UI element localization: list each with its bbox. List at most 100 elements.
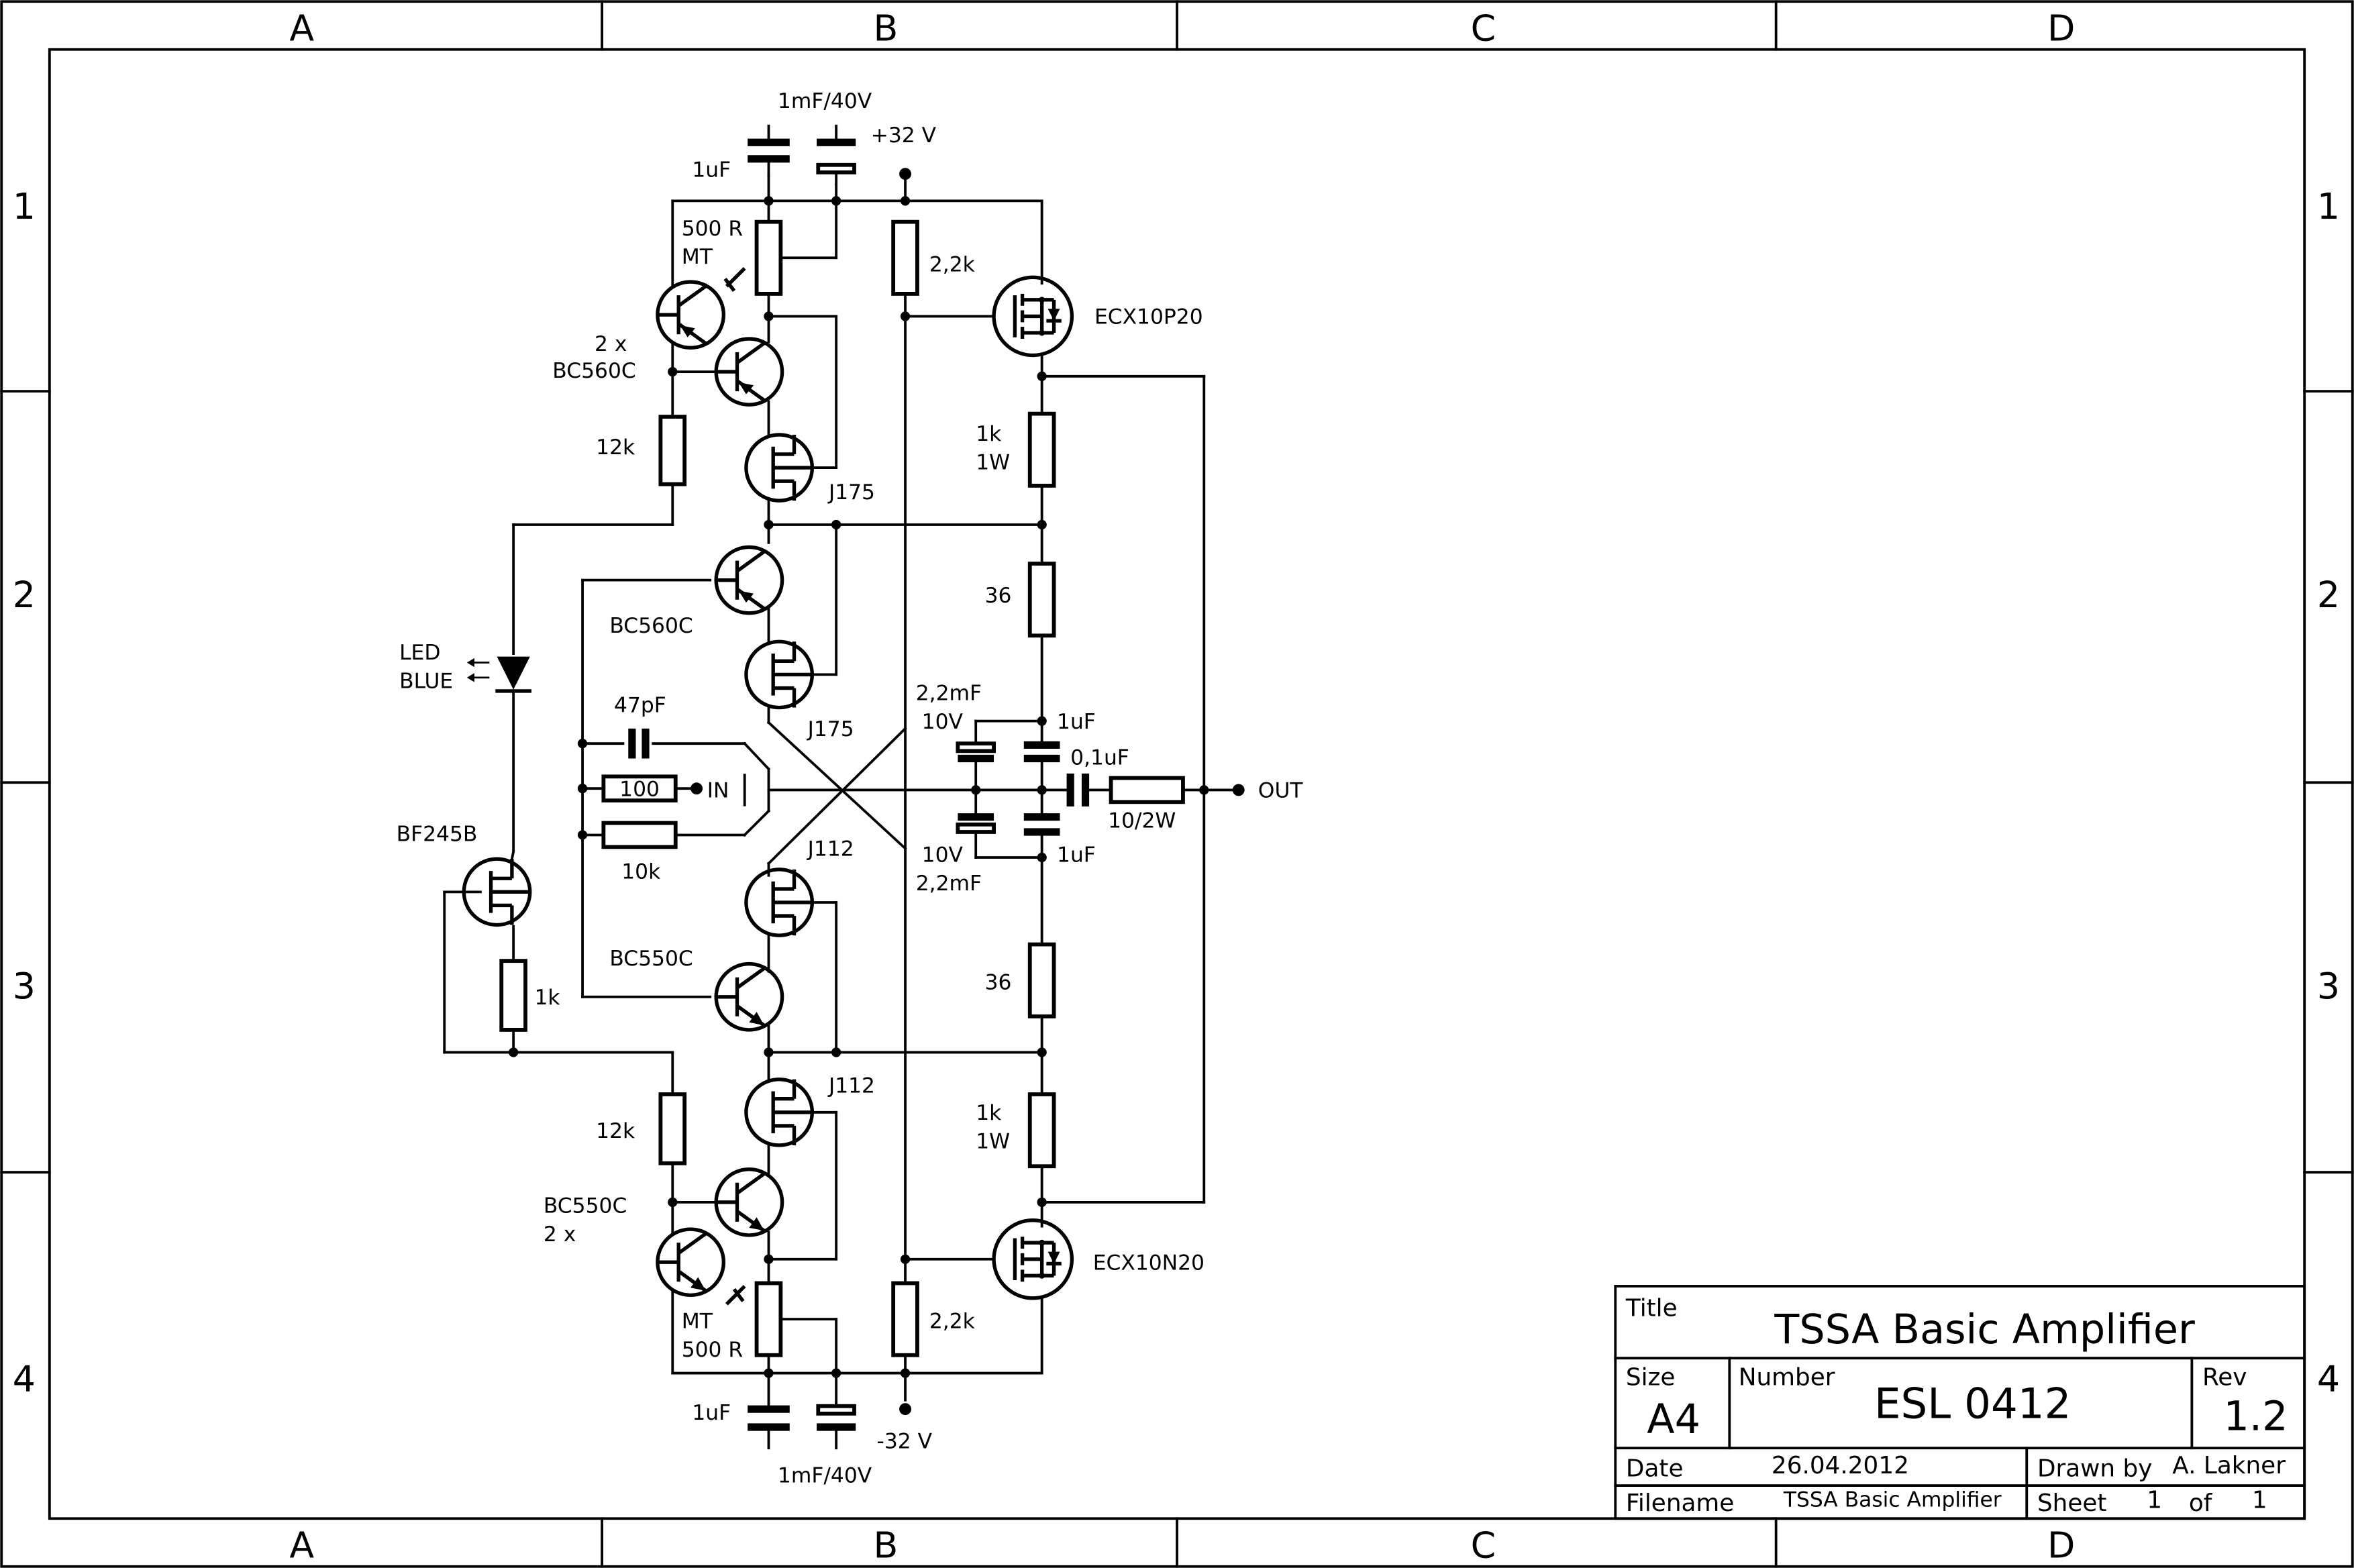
label-c-top-film: 1uF	[692, 158, 731, 182]
label-bc550-pair-type: BC550C	[544, 1194, 627, 1218]
bc550-pair-lower-right	[716, 1169, 782, 1235]
label-bc560-pair-type: BC560C	[552, 359, 635, 383]
label-r-2k2-top: 2,2k	[929, 252, 976, 276]
label-c-0u1: 0,1uF	[1070, 745, 1129, 770]
mosfet-p-upper	[994, 277, 1072, 355]
cap-2m2-upper	[956, 741, 996, 763]
jfet-j175-lower	[746, 641, 812, 707]
label-led-color: BLUE	[399, 670, 453, 694]
label-in: IN	[707, 779, 729, 803]
res-1k-1w-top	[1027, 411, 1056, 488]
bc550-pair-lower-left	[658, 1229, 723, 1295]
label-r-1k-1w-top-power: 1W	[976, 450, 1010, 474]
pot-500r-top	[723, 219, 783, 296]
drawn-by-value: A. Lakner	[2172, 1452, 2286, 1479]
jfet-j175-upper	[746, 435, 812, 501]
cap-2m2-lower	[956, 813, 996, 834]
res-12k-bottom	[658, 1092, 687, 1165]
label-r-1k-1w-bottom-value: 1k	[976, 1101, 1002, 1125]
label-c-2m2-top-value: 2,2mF	[916, 681, 982, 705]
junction-dots	[508, 168, 1245, 1416]
label-v-pos: +32 V	[871, 123, 937, 148]
label-r-10k: 10k	[621, 859, 661, 884]
label-j112-top: J112	[807, 837, 854, 861]
zone-col-b-top: B	[874, 7, 899, 49]
res-12k-top	[658, 415, 687, 486]
res-36-bottom	[1027, 942, 1056, 1018]
label-r-10-2w: 10/2W	[1108, 808, 1176, 833]
zone-row-4-left: 4	[13, 1357, 36, 1400]
size-value: A4	[1647, 1396, 1700, 1443]
label-j112-bottom: J112	[827, 1074, 875, 1098]
date-caption: Date	[1626, 1455, 1684, 1483]
filename-caption: Filename	[1626, 1489, 1734, 1517]
label-q-n-mosfet: ECX10N20	[1093, 1251, 1205, 1275]
drawn-by-caption: Drawn by	[2037, 1455, 2152, 1483]
label-pot-bottom-type: MT	[682, 1310, 713, 1334]
label-c-2m2-top-voltage: 10V	[922, 710, 964, 734]
cap-0u1	[1066, 773, 1090, 807]
cap-1mf-bottom	[816, 1402, 856, 1450]
cap-1uf-top	[748, 124, 790, 177]
res-10k	[601, 821, 678, 849]
label-c-2m2-bot-voltage: 10V	[922, 843, 964, 868]
jfet-j112-lower	[746, 1080, 812, 1145]
zone-col-b-bottom: B	[874, 1524, 899, 1566]
zone-col-a-top: A	[289, 7, 314, 49]
zone-row-2-left: 2	[13, 574, 36, 616]
label-c-1uf-out-bottom: 1uF	[1057, 843, 1096, 868]
label-led-type: LED	[399, 641, 440, 665]
rev-caption: Rev	[2202, 1363, 2247, 1391]
bc550-single	[716, 964, 782, 1030]
bc560-pair-upper-right	[716, 339, 782, 405]
res-2k2-top	[891, 219, 919, 296]
label-c-1uf-out-top: 1uF	[1057, 710, 1096, 734]
zone-row-3-right: 3	[2317, 965, 2340, 1007]
sheet-caption: Sheet	[2037, 1489, 2106, 1517]
label-r-100: 100	[619, 777, 660, 801]
sheet-value: 1	[2147, 1487, 2162, 1514]
mosfet-n-lower	[994, 1220, 1072, 1298]
title-block: Title TSSA Basic Amplifier Size A4 Numbe…	[1614, 1285, 2306, 1520]
label-bc550-pair-count: 2 x	[544, 1222, 576, 1247]
zone-col-d-bottom: D	[2047, 1524, 2075, 1566]
rev-value: 1.2	[2223, 1393, 2288, 1440]
label-c-bottom-film: 1uF	[692, 1401, 731, 1425]
zone-row-4-right: 4	[2317, 1357, 2340, 1400]
label-c-bottom-elko: 1mF/40V	[778, 1464, 872, 1488]
res-1k-1w-bottom	[1027, 1092, 1056, 1169]
label-bc560-pair-count: 2 x	[595, 332, 627, 356]
label-r-12k-bottom: 12k	[596, 1119, 635, 1143]
label-bc550-single: BC550C	[609, 947, 693, 971]
label-r-36-bottom: 36	[985, 971, 1012, 995]
label-q-p-mosfet: ECX10P20	[1094, 305, 1203, 329]
led-blue	[466, 656, 531, 693]
jfet-bf245b	[464, 849, 529, 925]
res-100	[601, 774, 678, 802]
label-out: OUT	[1258, 779, 1304, 803]
zone-col-c-top: C	[1471, 7, 1496, 49]
number-caption: Number	[1739, 1363, 1835, 1391]
sheets-value: 1	[2252, 1487, 2267, 1514]
zone-row-2-right: 2	[2317, 574, 2340, 616]
label-r-1k-source: 1k	[534, 986, 560, 1010]
label-c-2m2-bot-value: 2,2mF	[916, 872, 982, 896]
zone-row-1-left: 1	[13, 185, 36, 227]
res-1k-source	[499, 959, 527, 1032]
pot-500r-bottom	[725, 1281, 783, 1357]
label-r-1k-1w-bottom-power: 1W	[976, 1129, 1010, 1153]
cap-47pf	[628, 728, 650, 759]
size-caption: Size	[1626, 1363, 1675, 1391]
label-r-36-top: 36	[985, 584, 1012, 608]
bc560-single	[716, 547, 782, 613]
title-value: TSSA Basic Amplifier	[1774, 1306, 2195, 1353]
title-caption: Title	[1625, 1295, 1678, 1322]
label-bc560-single: BC560C	[609, 614, 693, 638]
zone-row-3-left: 3	[13, 965, 36, 1007]
label-r-12k-top: 12k	[596, 435, 635, 460]
jfet-j112-upper	[746, 870, 812, 935]
zone-row-1-right: 1	[2317, 185, 2340, 227]
label-pot-top-type: MT	[682, 245, 713, 269]
label-v-neg: -32 V	[877, 1429, 933, 1453]
